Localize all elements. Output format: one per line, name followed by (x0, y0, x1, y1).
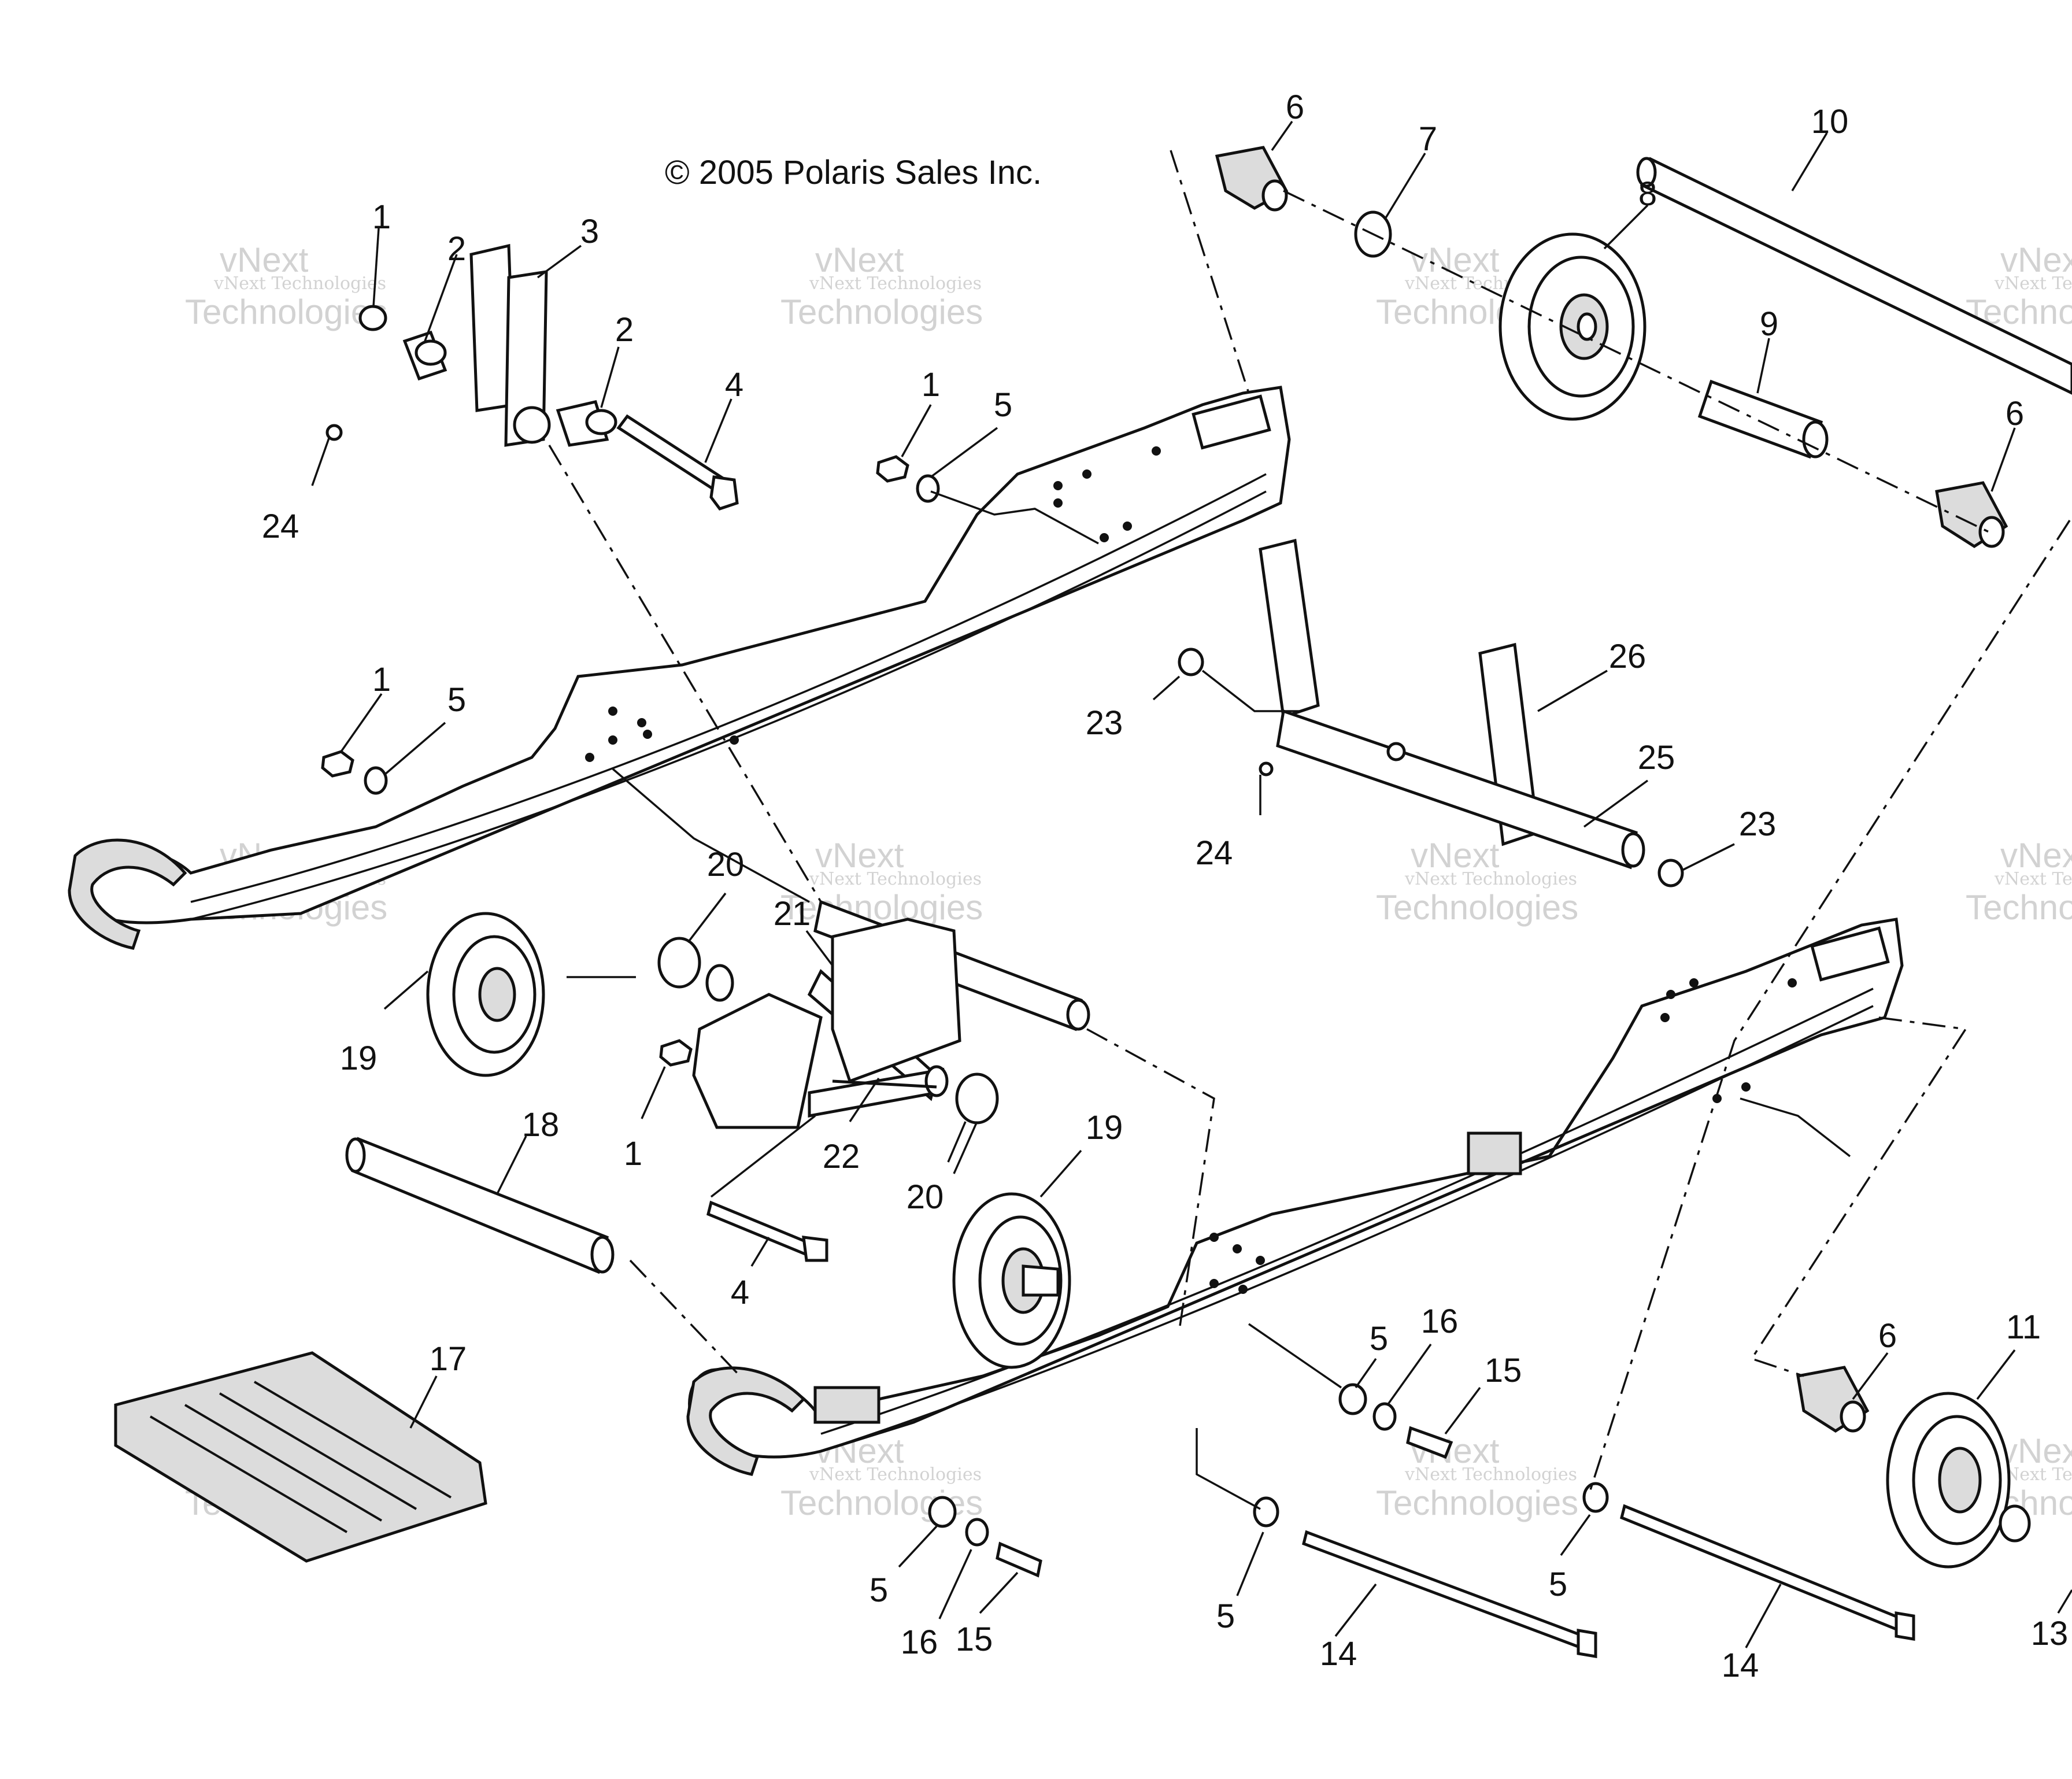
callout-label: 1 (372, 661, 391, 698)
callout-label: 6 (1286, 88, 1304, 126)
callout-label: 7 (1419, 120, 1437, 158)
callout-label: 24 (1196, 834, 1233, 872)
callout-label: 19 (1086, 1109, 1123, 1146)
callout-label: 4 (725, 366, 743, 404)
callout-label: 20 (906, 1178, 944, 1216)
idler-wheel-11 (1886, 1392, 2011, 1569)
callout-label: 25 (1638, 739, 1675, 776)
watermark-vnext-technologies: vNext Technologies (213, 273, 386, 294)
callout-label: 6 (1878, 1317, 1897, 1355)
idler-wheel-19-upper (426, 912, 545, 1077)
torque-arm-assembly-21-22 (692, 900, 1090, 1129)
watermark-vnext: vNext (1411, 836, 1500, 875)
idler-wheel-19-lower (952, 1192, 1071, 1369)
callout-label: 11 (2006, 1308, 2041, 1346)
watermark-vnext-technologies: vNext Technologies (1404, 869, 1577, 889)
watermark-vnext-technologies: vNext Technologies (1994, 273, 2072, 294)
callout-label: 17 (430, 1340, 467, 1378)
wheel-caps-6 (1215, 146, 2008, 1433)
watermark-vnext-technologies: vNext Technologies (809, 273, 982, 294)
watermark-vnext-technologies: vNext Technologies (809, 869, 982, 889)
spacer-tube-9 (1697, 379, 1829, 459)
watermark-vnext: vNext (2000, 1432, 2072, 1470)
callout-label: 6 (2006, 395, 2024, 432)
callout-label: 14 (1722, 1647, 1759, 1684)
track-clips-17 (114, 1351, 487, 1563)
callout-label: 8 (1638, 175, 1657, 213)
callout-label: 10 (1811, 103, 1849, 140)
watermark-technologies: Technologies (1376, 1484, 1578, 1522)
callout-label: 2 (615, 311, 634, 349)
watermark-technologies: Technologies (780, 888, 983, 927)
callout-label: 13 (2031, 1615, 2069, 1652)
watermark-vnext: vNext (220, 241, 309, 279)
callout-label: 5 (447, 681, 466, 719)
long-bolts-14 (1302, 1504, 1915, 1658)
callout-label: 14 (1320, 1635, 1357, 1673)
callout-label: 5 (1549, 1566, 1567, 1603)
small-hardware (321, 210, 2031, 1578)
callout-label: 1 (372, 198, 391, 236)
callout-label: 19 (340, 1040, 378, 1077)
watermark-vnext: vNext (2000, 836, 2072, 875)
callout-label: 15 (1485, 1352, 1522, 1389)
watermark-technologies: Technologies (1376, 888, 1578, 927)
watermark-vnext-technologies: vNext Technologies (1404, 1464, 1577, 1485)
callout-label: 3 (580, 213, 599, 250)
watermark-technologies: Technologies (1966, 888, 2072, 927)
callout-label: 16 (1421, 1303, 1459, 1340)
copyright-text: © 2005 Polaris Sales Inc. (665, 154, 1042, 191)
callout-label: 20 (707, 846, 745, 883)
bolt-4-lower (706, 1200, 828, 1262)
callout-label: 24 (262, 508, 299, 545)
callout-label: 5 (1216, 1597, 1235, 1635)
callout-label: 23 (1086, 704, 1123, 742)
front-link-assembly (325, 243, 739, 511)
callout-labels: 1 2 3 2 24 4 1 5 6 7 8 10 9 6 1 5 23 26 … (262, 88, 2069, 1684)
callout-label: 5 (994, 386, 1012, 424)
callout-label: 16 (901, 1623, 938, 1661)
callout-label: 1 (624, 1135, 642, 1173)
watermark-technologies: Technologies (185, 293, 387, 331)
rear-axle-10 (1636, 157, 2072, 395)
callout-label: 15 (956, 1621, 993, 1658)
callout-label: 4 (731, 1274, 749, 1311)
watermark-vnext: vNext (815, 836, 904, 875)
lower-rail (686, 918, 1904, 1476)
callout-label: 5 (870, 1571, 888, 1609)
watermark-vnext-technologies: vNext Technologies (1994, 869, 2072, 889)
cross-shaft-18 (345, 1137, 615, 1274)
callout-label: 1 (922, 366, 940, 404)
callout-label: 2 (447, 230, 466, 268)
callout-label: 23 (1739, 805, 1777, 843)
watermark-vnext: vNext (2000, 241, 2072, 279)
callout-label: 18 (522, 1106, 560, 1144)
callout-label: 5 (1370, 1320, 1388, 1358)
center-lines (548, 150, 2071, 1510)
idler-wheel-8 (1498, 232, 1646, 421)
callout-label: 26 (1609, 638, 1646, 675)
rear-scissor-assembly-25-26 (1259, 538, 1645, 870)
watermark-vnext-technologies: vNext Technologies (809, 1464, 982, 1485)
callout-label: 9 (1760, 305, 1778, 343)
callout-label: 22 (823, 1138, 860, 1175)
watermark-vnext: vNext (815, 241, 904, 279)
watermark-technologies: Technologies (780, 293, 983, 331)
callout-label: 21 (774, 895, 811, 933)
upper-rail (68, 386, 1291, 950)
leader-lines (311, 120, 2072, 1648)
